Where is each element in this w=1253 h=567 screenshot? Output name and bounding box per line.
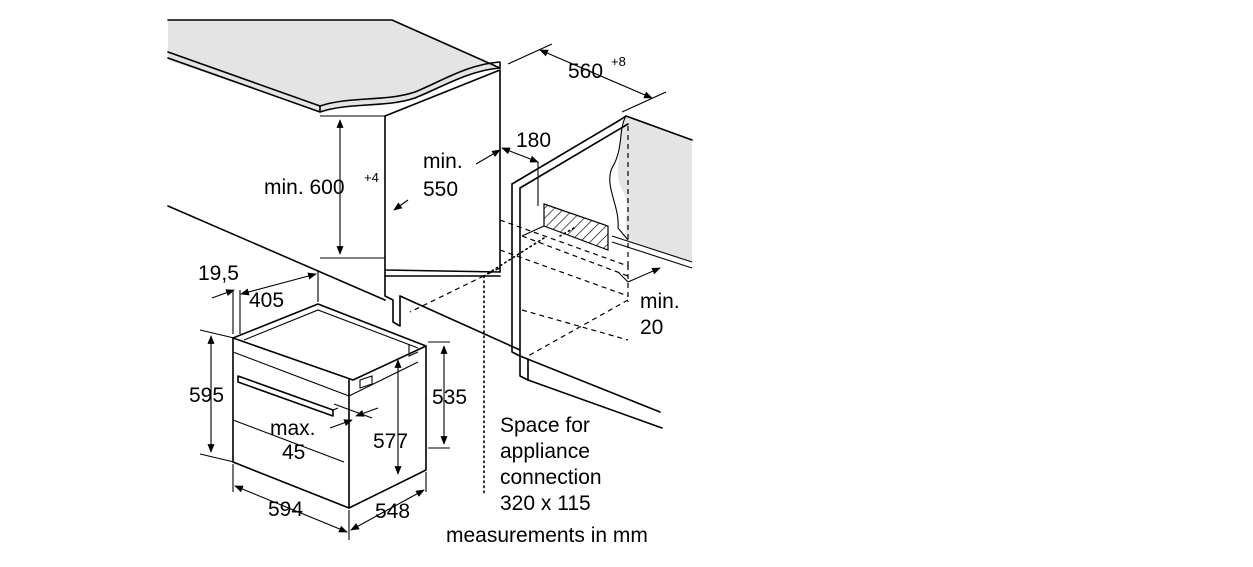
label-niche-height-tolerance: +4 [364,170,379,185]
label-inner-height: 577 [373,430,408,453]
label-oven-body-height: 535 [432,386,467,409]
label-oven-depth: 548 [375,500,410,523]
label-connection-line2: appliance [500,440,590,463]
label-niche-height: min. 600 [264,176,345,199]
label-oven-height: 595 [189,384,224,407]
label-panel-depth: 405 [249,289,284,312]
units-note: measurements in mm [446,524,648,547]
dimensions [199,43,667,540]
oven [232,303,427,509]
worktop [167,19,501,113]
worktop-right [609,115,693,269]
label-panel-thickness: 19,5 [198,262,239,285]
cabinet-niche [167,69,663,495]
label-connection-line1: Space for [500,414,590,437]
label-cabinet-width: 560 [568,60,603,83]
label-side-gap-line1: min. [640,290,680,313]
label-niche-depth-line2: 550 [423,178,458,201]
label-connection-line3: connection [500,466,602,489]
label-niche-depth-line1: min. [423,150,463,173]
label-connection-line4: 320 x 115 [500,492,591,515]
label-cabinet-width-tolerance: +8 [611,54,626,69]
label-oven-width: 594 [268,498,303,521]
label-handle-line2: 45 [282,441,305,464]
label-rear-gap: 180 [516,129,551,152]
label-handle-line1: max. [270,417,316,440]
dimension-labels: 560 +8 min. 600 +4 min. 550 180 min. 20 … [189,54,680,547]
label-side-gap-line2: 20 [640,316,663,339]
